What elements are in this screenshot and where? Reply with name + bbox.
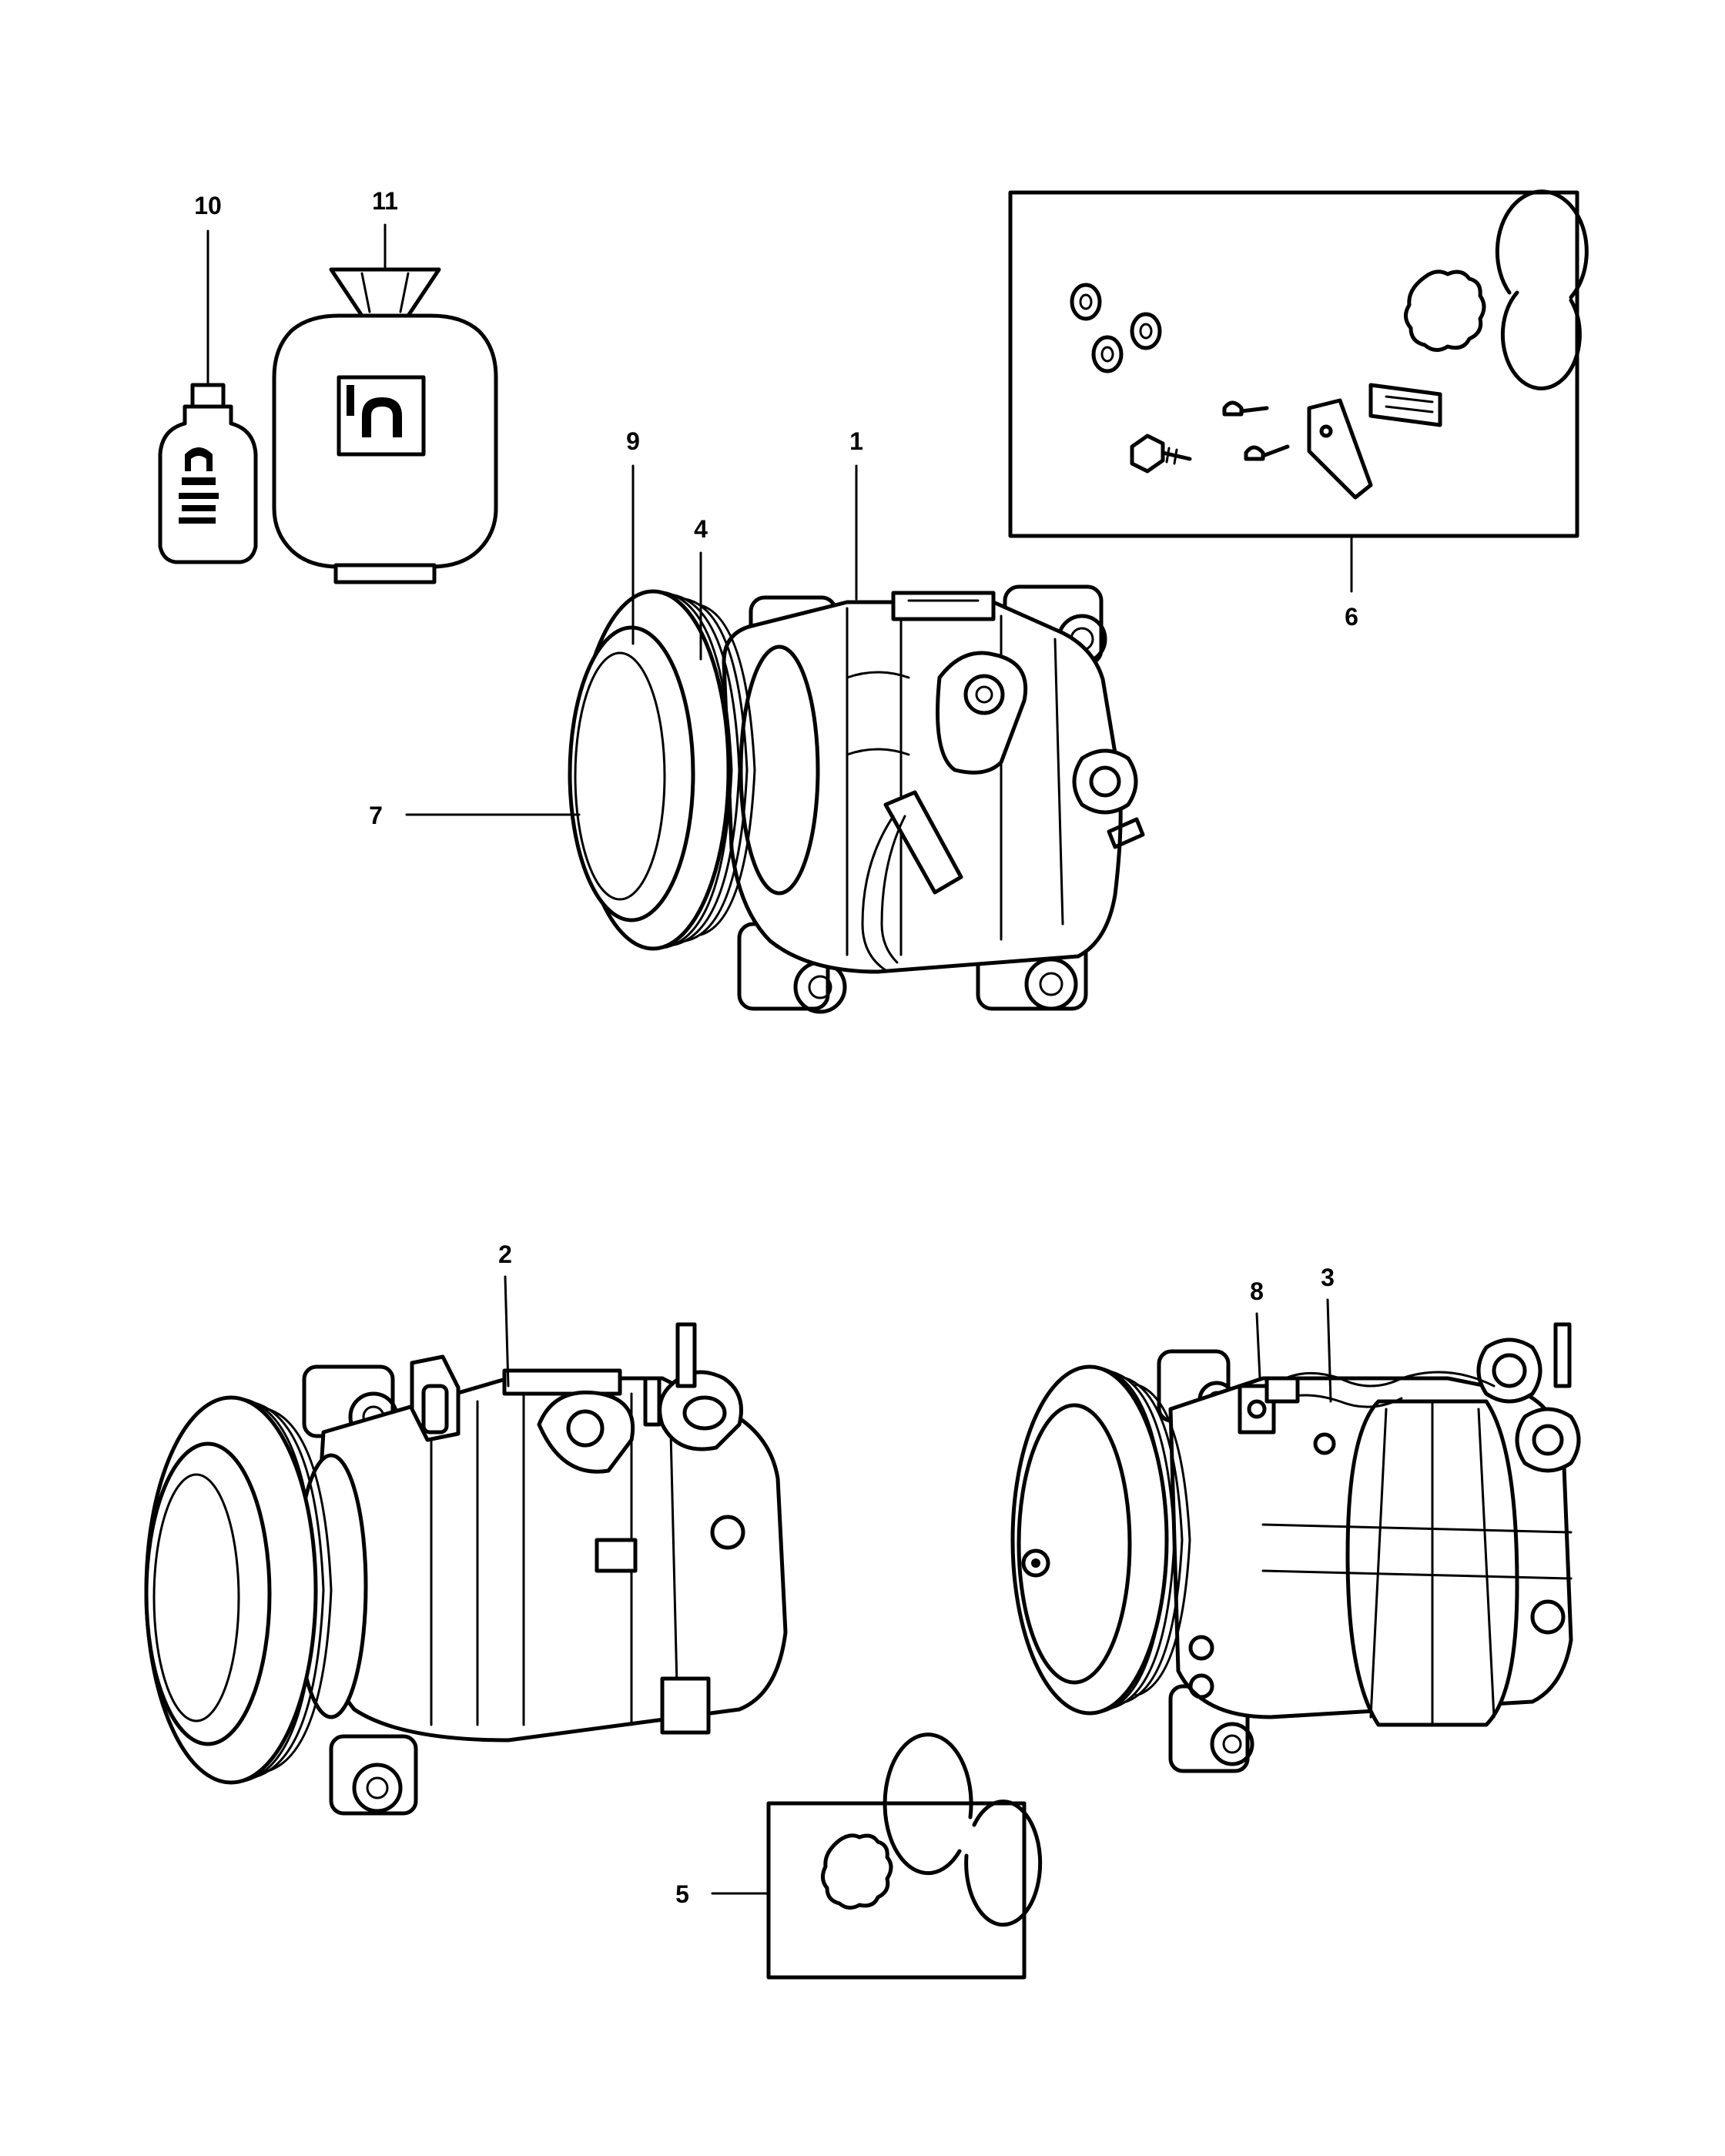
callout-7: 7	[369, 802, 383, 829]
compressor-variant-left	[144, 1322, 788, 1816]
bolt-icon	[1130, 400, 1290, 474]
callout-3: 3	[1321, 1264, 1335, 1291]
compressor-assembly-main	[568, 584, 1145, 1014]
callout-6: 6	[1345, 603, 1358, 631]
seal-kit-box	[766, 1732, 1043, 1980]
callout-8: 8	[1250, 1277, 1264, 1305]
callout-2: 2	[498, 1240, 512, 1268]
callout-1: 1	[849, 427, 863, 455]
callout-5: 5	[675, 1880, 689, 1908]
refrigerant-can-illustration	[272, 228, 498, 584]
washer-icon	[1070, 283, 1162, 373]
hardware-kit-box	[1008, 189, 1589, 538]
seal-ring-icon	[1404, 189, 1589, 390]
callout-labels: 10 11 9 1 4 7 6 2 3 8 5	[194, 187, 1358, 1908]
callout-11: 11	[372, 187, 398, 215]
callout-9: 9	[626, 427, 640, 455]
oil-bottle-illustration	[158, 233, 258, 564]
bracket-icon	[1307, 383, 1442, 500]
leader-lines	[206, 223, 1353, 1895]
compressor-variant-right	[1010, 1322, 1581, 1773]
callout-4: 4	[694, 515, 708, 543]
callout-10: 10	[194, 192, 222, 219]
